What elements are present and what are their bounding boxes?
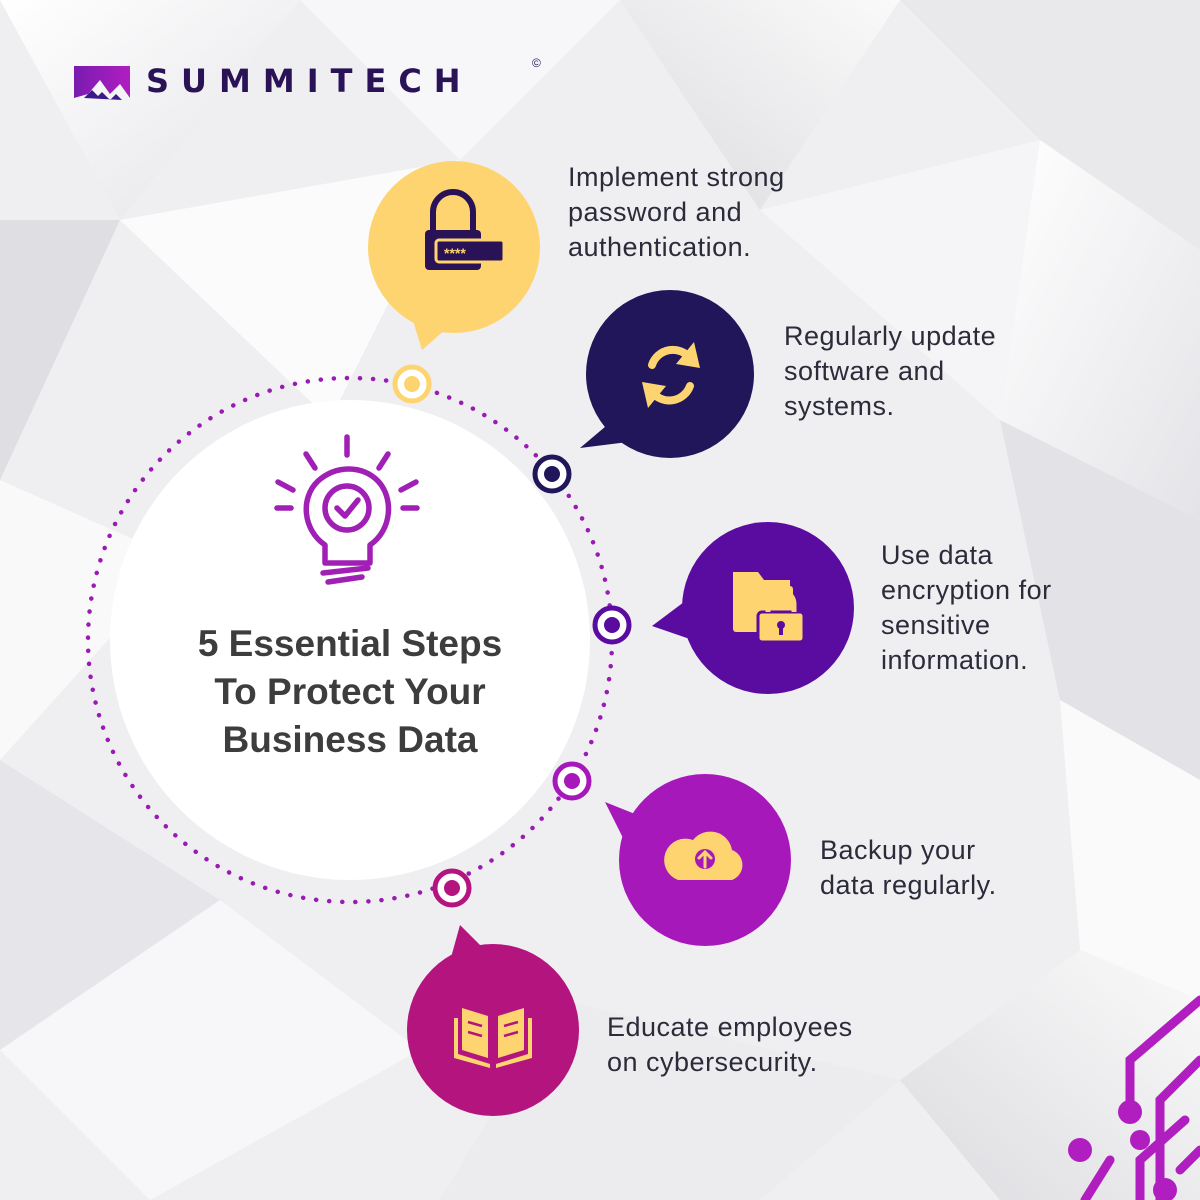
lightbulb-check-icon [274,434,420,585]
password-lock-icon [430,189,476,232]
brand-logo: SUMMITECH © [72,56,541,104]
title-line-1: 5 Essential Steps [197,623,503,664]
title-line-2: To Protect Your [214,671,486,712]
step-2-text: Regularly update software and systems. [784,321,997,421]
brand-name: SUMMITECH [146,62,473,100]
step-5-text: Educate employees on cybersecurity. [607,1012,853,1077]
page-title: 5 Essential Steps To Protect Your Busine… [150,620,550,764]
step-3-text: Use data encryption for sensitive inform… [881,540,1052,675]
step-2-bubble [580,290,754,458]
mountain-logo-icon [74,66,130,100]
svg-text:****: **** [444,245,466,261]
copyright-mark: © [532,56,541,70]
step-4-text: Backup your data regularly. [820,835,997,900]
step-1-text: Implement strong password and authentica… [568,162,785,262]
center-circle [110,400,590,880]
locked-folder-icon [733,572,806,644]
circuit-decoration [1080,995,1200,1200]
title-line-3: Business Data [222,719,478,760]
step-5-bubble [407,925,579,1116]
connector-nodes [392,364,632,908]
cloud-upload-icon [664,831,743,880]
